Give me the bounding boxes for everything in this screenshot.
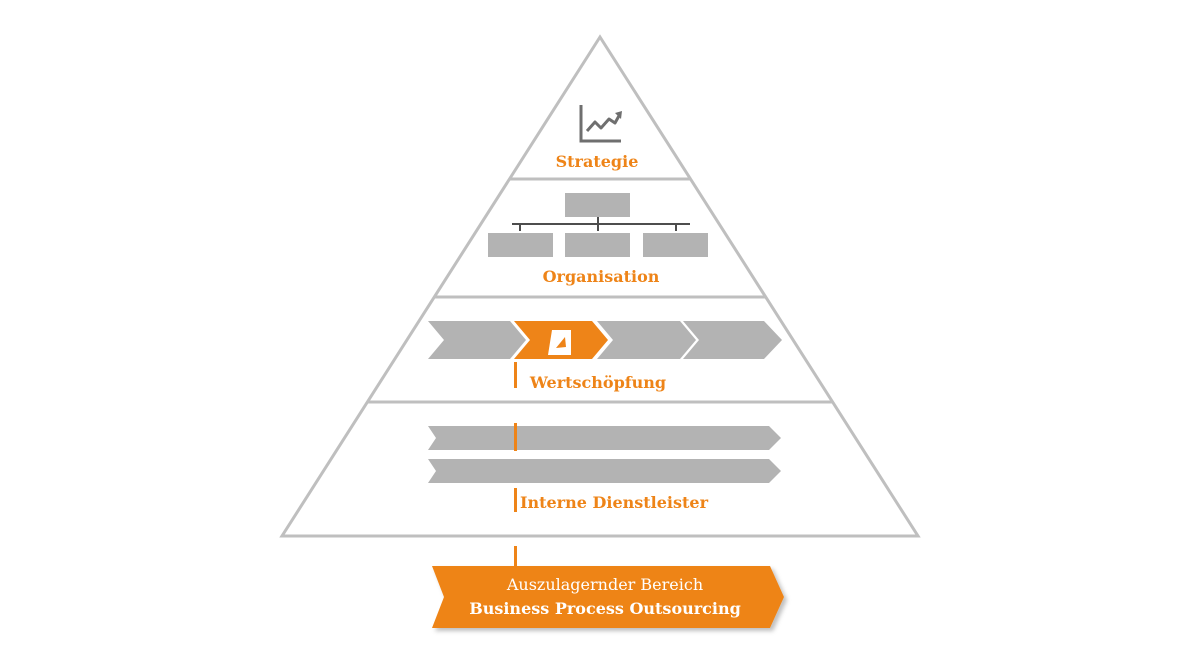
process-chevron-4 [683,321,782,359]
pyramid-outline [279,34,921,538]
service-bar-1 [428,426,781,450]
service-bar-2 [428,459,781,483]
process-chevron-1 [428,321,526,359]
outsourcing-arrow: Auszulagernder Bereich Business Process … [432,566,784,628]
connector-marker-1 [514,362,517,388]
connector-marker-2 [514,423,517,451]
process-chevrons [428,321,782,359]
logo-icon [548,330,571,355]
outsourcing-line-1: Auszulagernder Bereich [506,575,703,594]
level-label-wertschoepfung: Wertschöpfung [529,373,666,392]
line-chart-icon [579,105,622,143]
outsourcing-line-2: Business Process Outsourcing [469,599,741,618]
org-chart-icon [488,193,708,257]
connector-marker-3 [514,488,517,512]
level-label-strategie: Strategie [556,152,639,171]
connector-marker-4 [514,546,517,566]
level-label-organisation: Organisation [543,267,660,286]
level-label-interne-dienstleister: Interne Dienstleister [520,493,709,512]
process-chevron-3 [597,321,696,359]
